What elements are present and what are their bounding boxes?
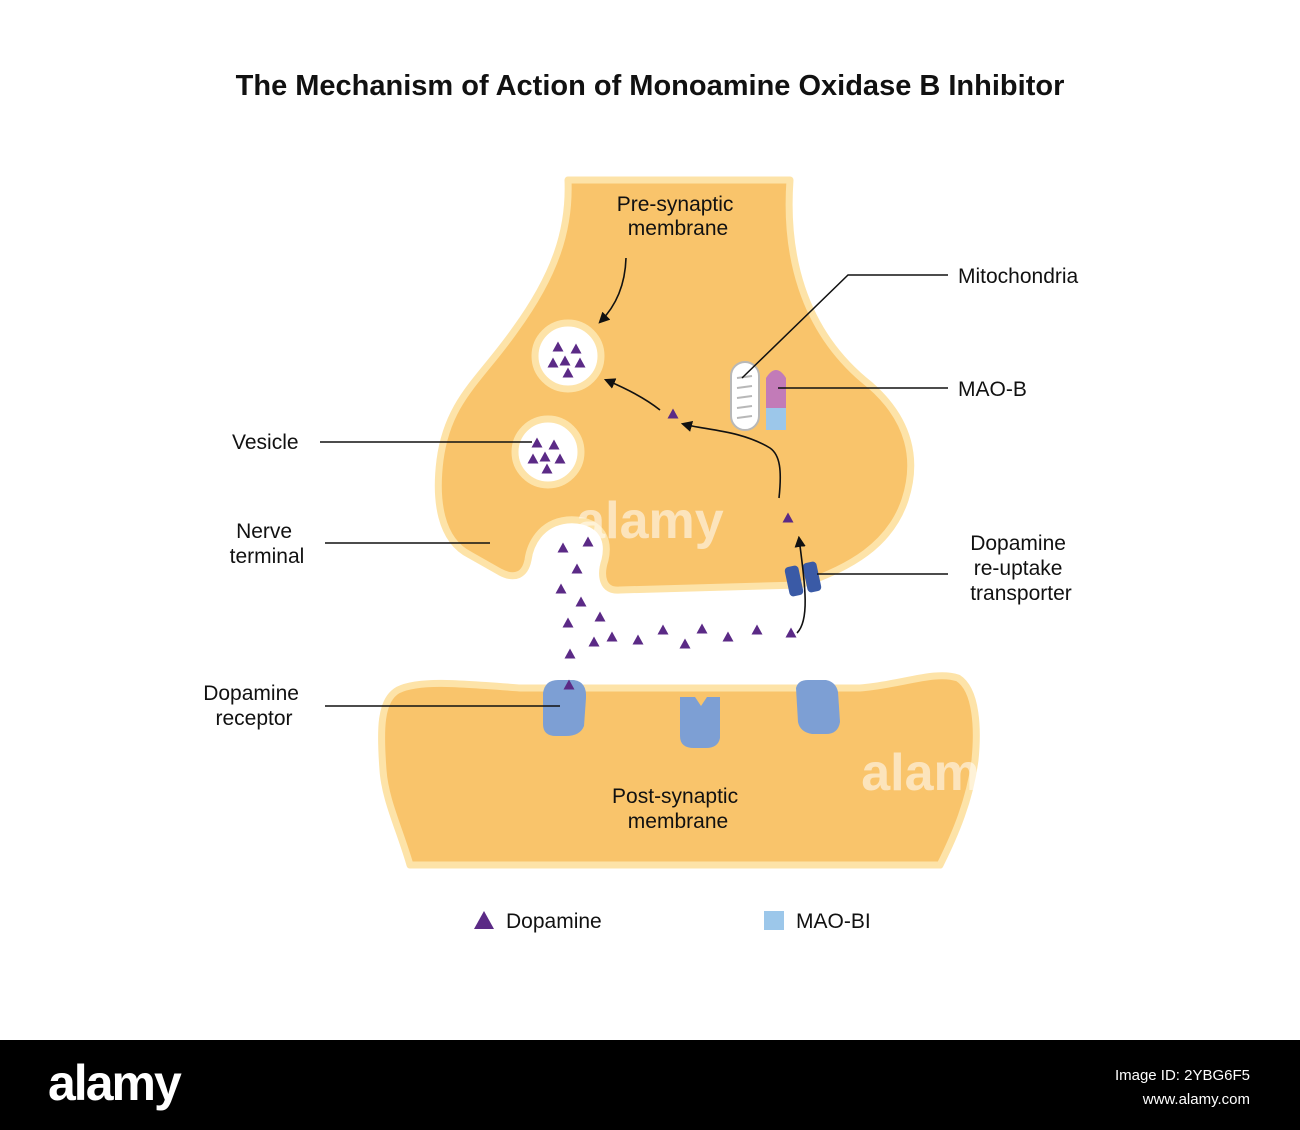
- postsynaptic-label: Post-synaptic membrane: [612, 785, 744, 833]
- legend-mao-bi-label: MAO-BI: [796, 910, 871, 933]
- watermark: alamy: [576, 492, 724, 550]
- dopamine-receptor: [796, 680, 840, 734]
- vesicle-label: Vesicle: [232, 431, 299, 454]
- site-url: www.alamy.com: [1142, 1091, 1250, 1108]
- dopamine-receptor: [543, 680, 587, 736]
- recycle-arrow: [680, 420, 782, 499]
- mao-b-label: MAO-B: [958, 378, 1027, 401]
- mao-b-enzyme: [766, 370, 786, 430]
- legend-dopamine-label: Dopamine: [506, 910, 602, 933]
- mao-bi-inhibitor: [766, 408, 786, 430]
- synapse-diagram: alamy alamy: [203, 176, 1079, 933]
- receptor-label: Dopamine receptor: [203, 682, 305, 730]
- mitochondria-leader: [741, 274, 948, 379]
- recycle-arrow: [603, 378, 661, 411]
- nerve-terminal-label: Nerve terminal: [230, 520, 305, 568]
- reuptake-label: Dopamine re-uptake transporter: [970, 532, 1072, 605]
- vesicle: [531, 319, 605, 393]
- reuptake-arrow: [794, 535, 806, 634]
- mitochondrion: [730, 361, 760, 431]
- watermark: alamy: [861, 744, 1009, 802]
- presynaptic-arrow: [598, 257, 627, 324]
- presynaptic-label: Pre-synaptic membrane: [617, 193, 740, 240]
- stock-footer: alamy Image ID: 2YBG6F5 www.alamy.com: [0, 1040, 1300, 1130]
- vesicle: [511, 415, 585, 489]
- dopamine-receptor: [680, 697, 720, 748]
- reuptake-transporter: [784, 561, 822, 597]
- footer-info: Image ID: 2YBG6F5 www.alamy.com: [1115, 1064, 1250, 1112]
- diagram-title: The Mechanism of Action of Monoamine Oxi…: [235, 70, 1065, 102]
- legend-mao-bi-icon: [764, 911, 784, 930]
- legend-dopamine-icon: [474, 911, 494, 929]
- legend: Dopamine MAO-BI: [474, 910, 871, 933]
- image-id: Image ID: 2YBG6F5: [1114, 1067, 1250, 1084]
- alamy-logo: alamy: [48, 1055, 182, 1111]
- mitochondria-label: Mitochondria: [958, 265, 1079, 288]
